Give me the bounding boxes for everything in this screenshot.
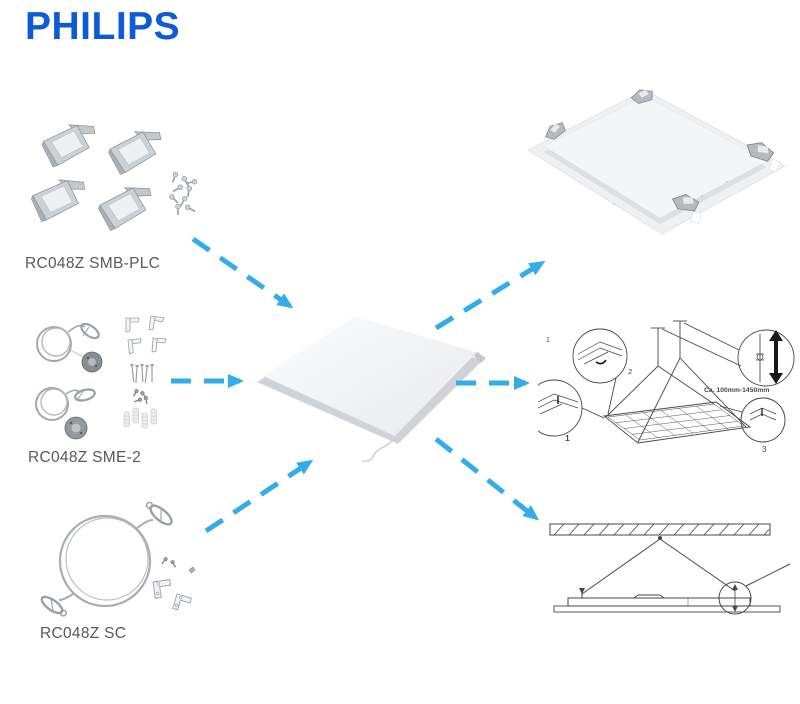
steel-cable-coil-icon [58,514,154,608]
corner-bracket-icon [152,579,172,599]
screws-cluster-icon [169,171,198,215]
carabiner-hook-icon [145,501,173,526]
panel-corner-lip [474,352,486,363]
long-screws-icon [130,363,154,384]
small-screws-icon [161,557,196,574]
accessory-label-sc: RC048Z SC [40,625,127,642]
panel-cable [361,436,396,462]
callout-circle-2 [572,328,628,384]
sc-cable-image [40,501,196,617]
suspension-install-diagram: 1 2 1 3 Ca. 100mm-1450mm [538,320,795,454]
carabiner-hook-icon [40,595,68,617]
clip-tab [768,158,781,173]
arrow-sc-to-panel [204,459,314,534]
height-adjust-arrow-icon [769,330,783,384]
arrow-smb-plc-to-panel [191,236,294,309]
cable-suspension-diagram [549,523,791,615]
callout-circle-height [737,329,795,387]
corner-bracket-icon [172,593,192,611]
suspension-range-label: Ca. 100mm-1450mm [704,387,769,394]
sme-2-kit-image [35,315,167,440]
accessory-label-smb-plc: RC048Z SMB-PLC [25,255,161,272]
callout-circle-1 [538,379,583,437]
panel-side-view [567,597,751,607]
philips-logo: PHILIPS [25,5,181,48]
diagram-callout-3: 3 [762,445,767,454]
wire-coil-with-hook-icon [35,387,96,440]
smb-plc-clips-image [28,120,198,233]
spring-clip-icon [95,182,157,233]
panel-face [262,315,478,437]
corner-brackets-icons [125,315,167,355]
led-panel-image [257,315,486,462]
suspension-wires [581,538,736,595]
panel-back-face [543,95,768,219]
small-clip-icon [188,566,196,574]
diagram-linework [538,320,795,444]
spring-clip-icon [28,176,89,224]
leader-line [745,563,791,587]
spring-clip-icon [105,126,167,177]
diagram-linework [549,523,791,615]
callout-circle-3 [740,397,786,443]
small-screws-icon [132,389,148,405]
ceiling-bar [549,523,771,536]
attachment-arrows [579,584,738,612]
spring-clip-icon [38,120,100,169]
diagram-callout-2: 2 [628,367,632,376]
attachment-callout-circle [718,581,752,615]
wall-anchors-icon [123,407,157,429]
diagram-callout-1: 1 [565,433,570,443]
wire-coil-with-hook-icon [36,322,103,373]
panel-with-clips-image [527,86,786,235]
accessory-label-sme-2: RC048Z SME-2 [28,449,141,466]
clip-tab [690,210,702,225]
diagram-step-label: 1 [546,337,550,344]
